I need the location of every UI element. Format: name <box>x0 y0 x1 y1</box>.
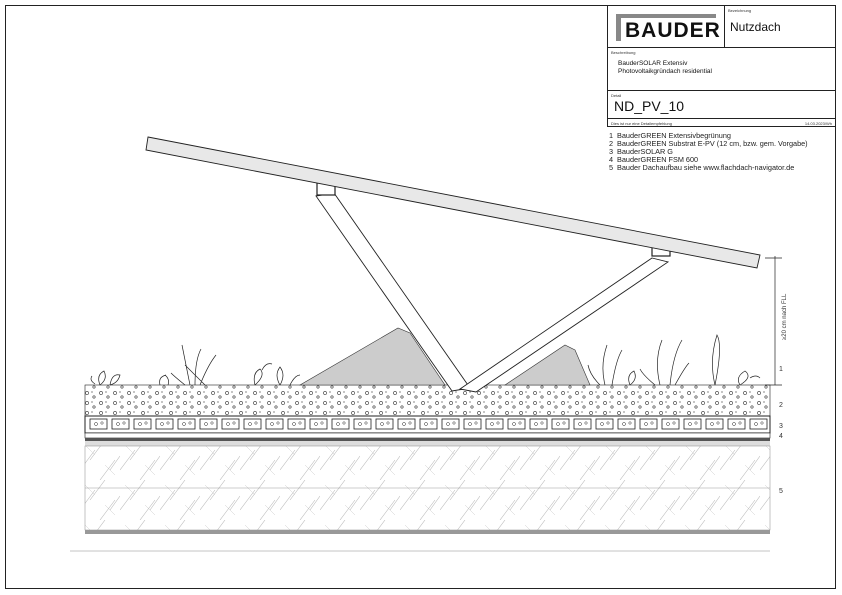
detail-id: ND_PV_10 <box>614 98 685 114</box>
height-dimension <box>765 256 782 386</box>
bezeichnung-value: Nutzdach <box>730 20 781 34</box>
solar-g-layer <box>84 415 771 434</box>
dimension-label: ≥20 cm nach FLL <box>782 293 788 340</box>
substrate-layer <box>84 384 771 417</box>
drawing-frame <box>5 5 836 589</box>
pv-module <box>145 136 761 269</box>
layer-marker-2: 2 <box>779 402 783 409</box>
substrate-mound-right <box>504 344 591 386</box>
layer-marker-1: 1 <box>779 366 783 373</box>
layer-marker-4: 4 <box>779 433 783 440</box>
vegetation <box>90 334 761 386</box>
layer-marker-3: 3 <box>779 423 783 430</box>
fsm-layer <box>84 432 771 439</box>
substrate-mound-left <box>298 327 446 386</box>
note-cell: Dies ist nur eine Detailempfehlung 14.03… <box>607 118 836 127</box>
frame-leg-front <box>458 257 670 393</box>
bauder-logo: BAUDER <box>616 14 720 42</box>
layer-marker-5: 5 <box>779 488 783 495</box>
